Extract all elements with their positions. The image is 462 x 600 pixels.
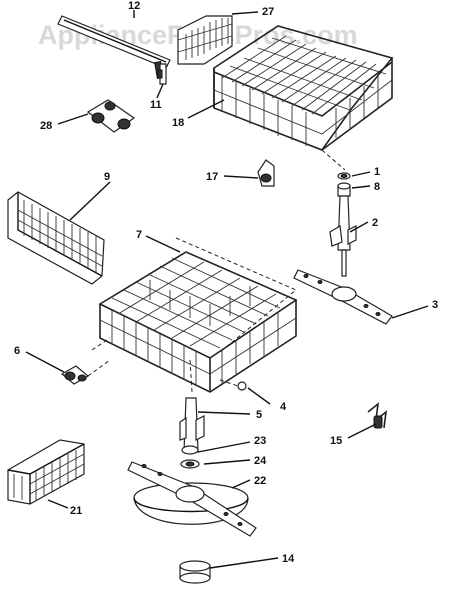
callout-12: 12 [128,0,140,12]
callout-1: 1 [374,166,380,178]
callout-17: 17 [206,171,218,183]
part-9-basket [7,191,105,285]
part-7-lower-rack [98,237,298,393]
callout-6: 6 [14,345,20,357]
callout-27: 27 [262,6,274,18]
callout-3: 3 [432,299,438,311]
callout-24: 24 [254,455,267,467]
callout-7: 7 [136,229,142,241]
callout-2: 2 [372,217,378,229]
part-6-wheel [60,337,111,385]
callout-11: 11 [150,99,162,111]
callout-14: 14 [282,553,295,565]
callout-15: 15 [330,435,342,447]
callout-8: 8 [374,181,380,193]
callout-9: 9 [104,171,110,183]
upper-spray-assembly [293,172,393,325]
callout-23: 23 [254,435,266,447]
part-17-clip [257,159,275,187]
callout-5: 5 [256,409,262,421]
part-15-clip [367,402,388,429]
callout-numbers: 12 27 11 18 28 17 1 8 9 2 7 3 6 4 5 23 2… [14,0,438,565]
part-4-ring [219,379,247,391]
part-28-slide-stop [86,99,136,133]
lower-spray-assembly [127,359,257,584]
part-21-basket [7,439,85,505]
callout-22: 22 [254,475,266,487]
callout-4: 4 [280,401,287,413]
leader-lines [25,10,429,569]
part-18-upper-rack [213,25,394,171]
callout-28: 28 [40,120,52,132]
callout-18: 18 [172,117,184,129]
callout-21: 21 [70,505,82,517]
part-11-bracket [157,63,167,85]
part-27-tine-insert [177,15,233,65]
